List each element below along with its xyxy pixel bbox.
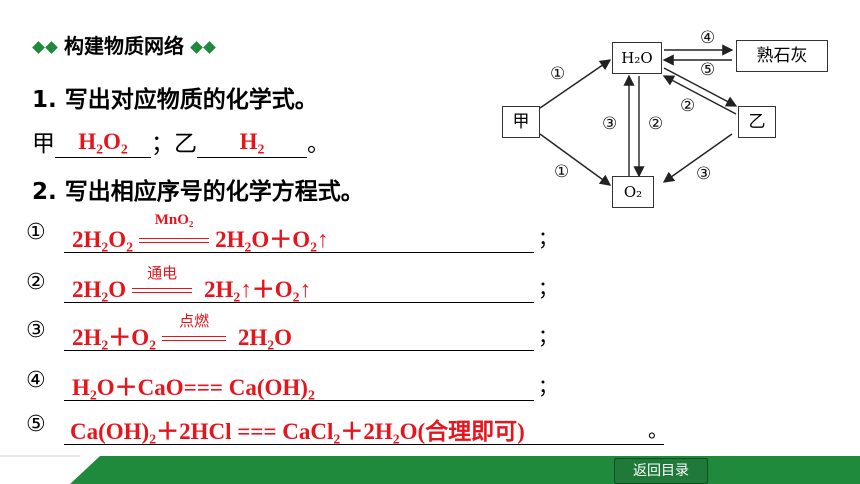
section-heading-text: 构建物质网络 <box>64 34 184 58</box>
equation: Ca(OH)₂＋2HCl === CaCl₂＋2H₂O(合理即可) <box>70 419 525 444</box>
reaction-condition: MnO₂ <box>154 212 194 228</box>
arrow-label: ③ <box>602 114 618 134</box>
node-slaked-lime: 熟石灰 <box>736 40 828 72</box>
node-yi: 乙 <box>738 106 776 138</box>
section-heading: 构建物质网络 <box>32 30 216 59</box>
arrow-label: ② <box>680 96 696 116</box>
arrow-label: ① <box>554 162 570 182</box>
equation-number: ④ <box>26 368 46 393</box>
separator: ； <box>151 131 174 157</box>
node-water: H₂O <box>612 42 662 74</box>
equation-number: ② <box>26 270 46 295</box>
footer-bar <box>0 455 860 484</box>
reaction-condition: 点燃 <box>179 314 210 330</box>
end-mark: 。 <box>307 131 330 157</box>
diamond-icon <box>190 33 216 57</box>
yi-answer: H₂ <box>197 129 307 158</box>
question-2-title: 2. 写出相应序号的化学方程式。 <box>32 179 364 205</box>
back-to-contents-button[interactable]: 返回目录 <box>614 458 708 484</box>
reaction-condition: 通电 <box>147 266 178 282</box>
arrow-label: ⑤ <box>700 60 716 80</box>
diamond-icon <box>32 33 58 57</box>
arrow-label: ② <box>648 114 664 134</box>
node-jia: 甲 <box>502 106 540 138</box>
question-1-title: 1. 写出对应物质的化学式。 <box>32 87 318 113</box>
diagram-arrows <box>539 44 738 186</box>
jia-label: 甲 <box>32 131 55 157</box>
yi-label: 乙 <box>174 131 197 157</box>
equation-number: ③ <box>26 318 46 343</box>
arrow-label: ④ <box>700 28 716 48</box>
arrow-label: ① <box>550 64 566 84</box>
equation: H₂O＋CaO=== Ca(OH)₂ <box>72 375 315 400</box>
substance-network-diagram: 甲 H₂O O₂ 乙 熟石灰 ① ① ③ ② ② ③ ④ ⑤ <box>500 28 840 220</box>
node-oxygen: O₂ <box>612 176 654 208</box>
jia-answer: H₂O₂ <box>55 129 151 158</box>
equation-number: ① <box>26 220 46 245</box>
arrow-label: ③ <box>696 164 712 184</box>
equation-number: ⑤ <box>26 412 46 437</box>
